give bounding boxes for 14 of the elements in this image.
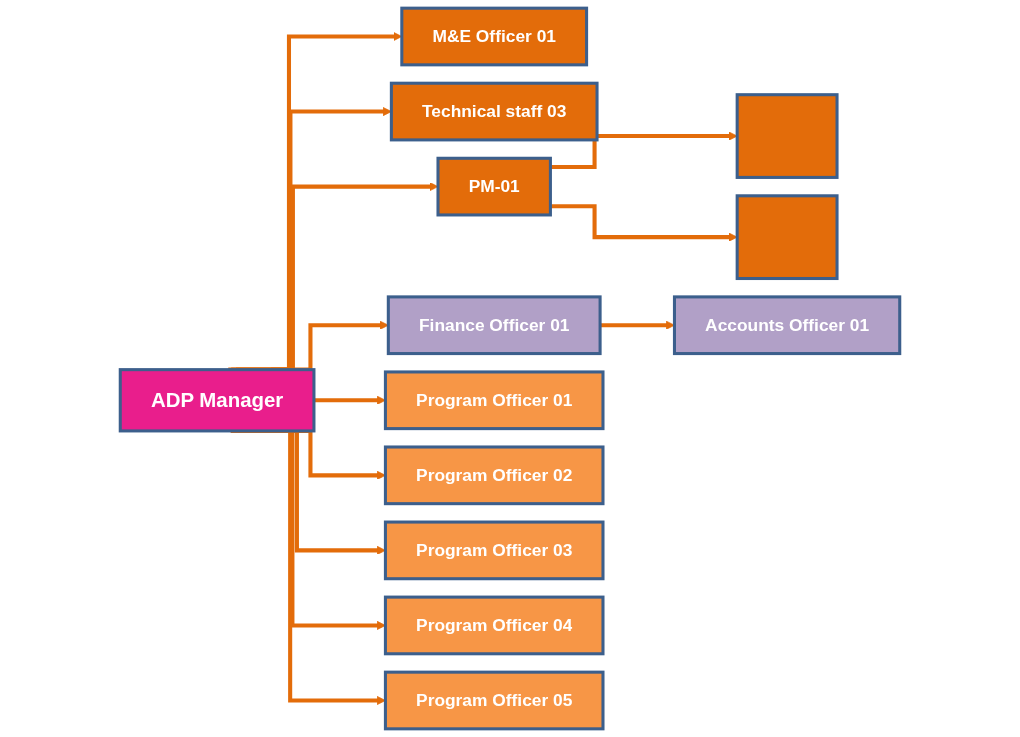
node-box: Program Officer 05 bbox=[383, 670, 605, 731]
node-box: Program Officer 04 bbox=[383, 595, 605, 656]
node-box: M&E Officer 01 bbox=[400, 6, 589, 67]
node-box: Finance Officer 01 bbox=[386, 295, 602, 356]
arrow bbox=[600, 320, 675, 330]
node-box: Program Officer 03 bbox=[383, 520, 605, 581]
node-box: ADP Manager bbox=[118, 368, 316, 433]
node-box: Program Officer 01 bbox=[383, 370, 605, 431]
node-box bbox=[735, 93, 839, 179]
node-box: Accounts Officer 01 bbox=[672, 295, 902, 356]
node-box: Technical staff 03 bbox=[389, 81, 599, 142]
node-box: Program Officer 02 bbox=[383, 445, 605, 506]
node-box bbox=[735, 194, 839, 281]
node-box: PM-01 bbox=[436, 156, 552, 217]
